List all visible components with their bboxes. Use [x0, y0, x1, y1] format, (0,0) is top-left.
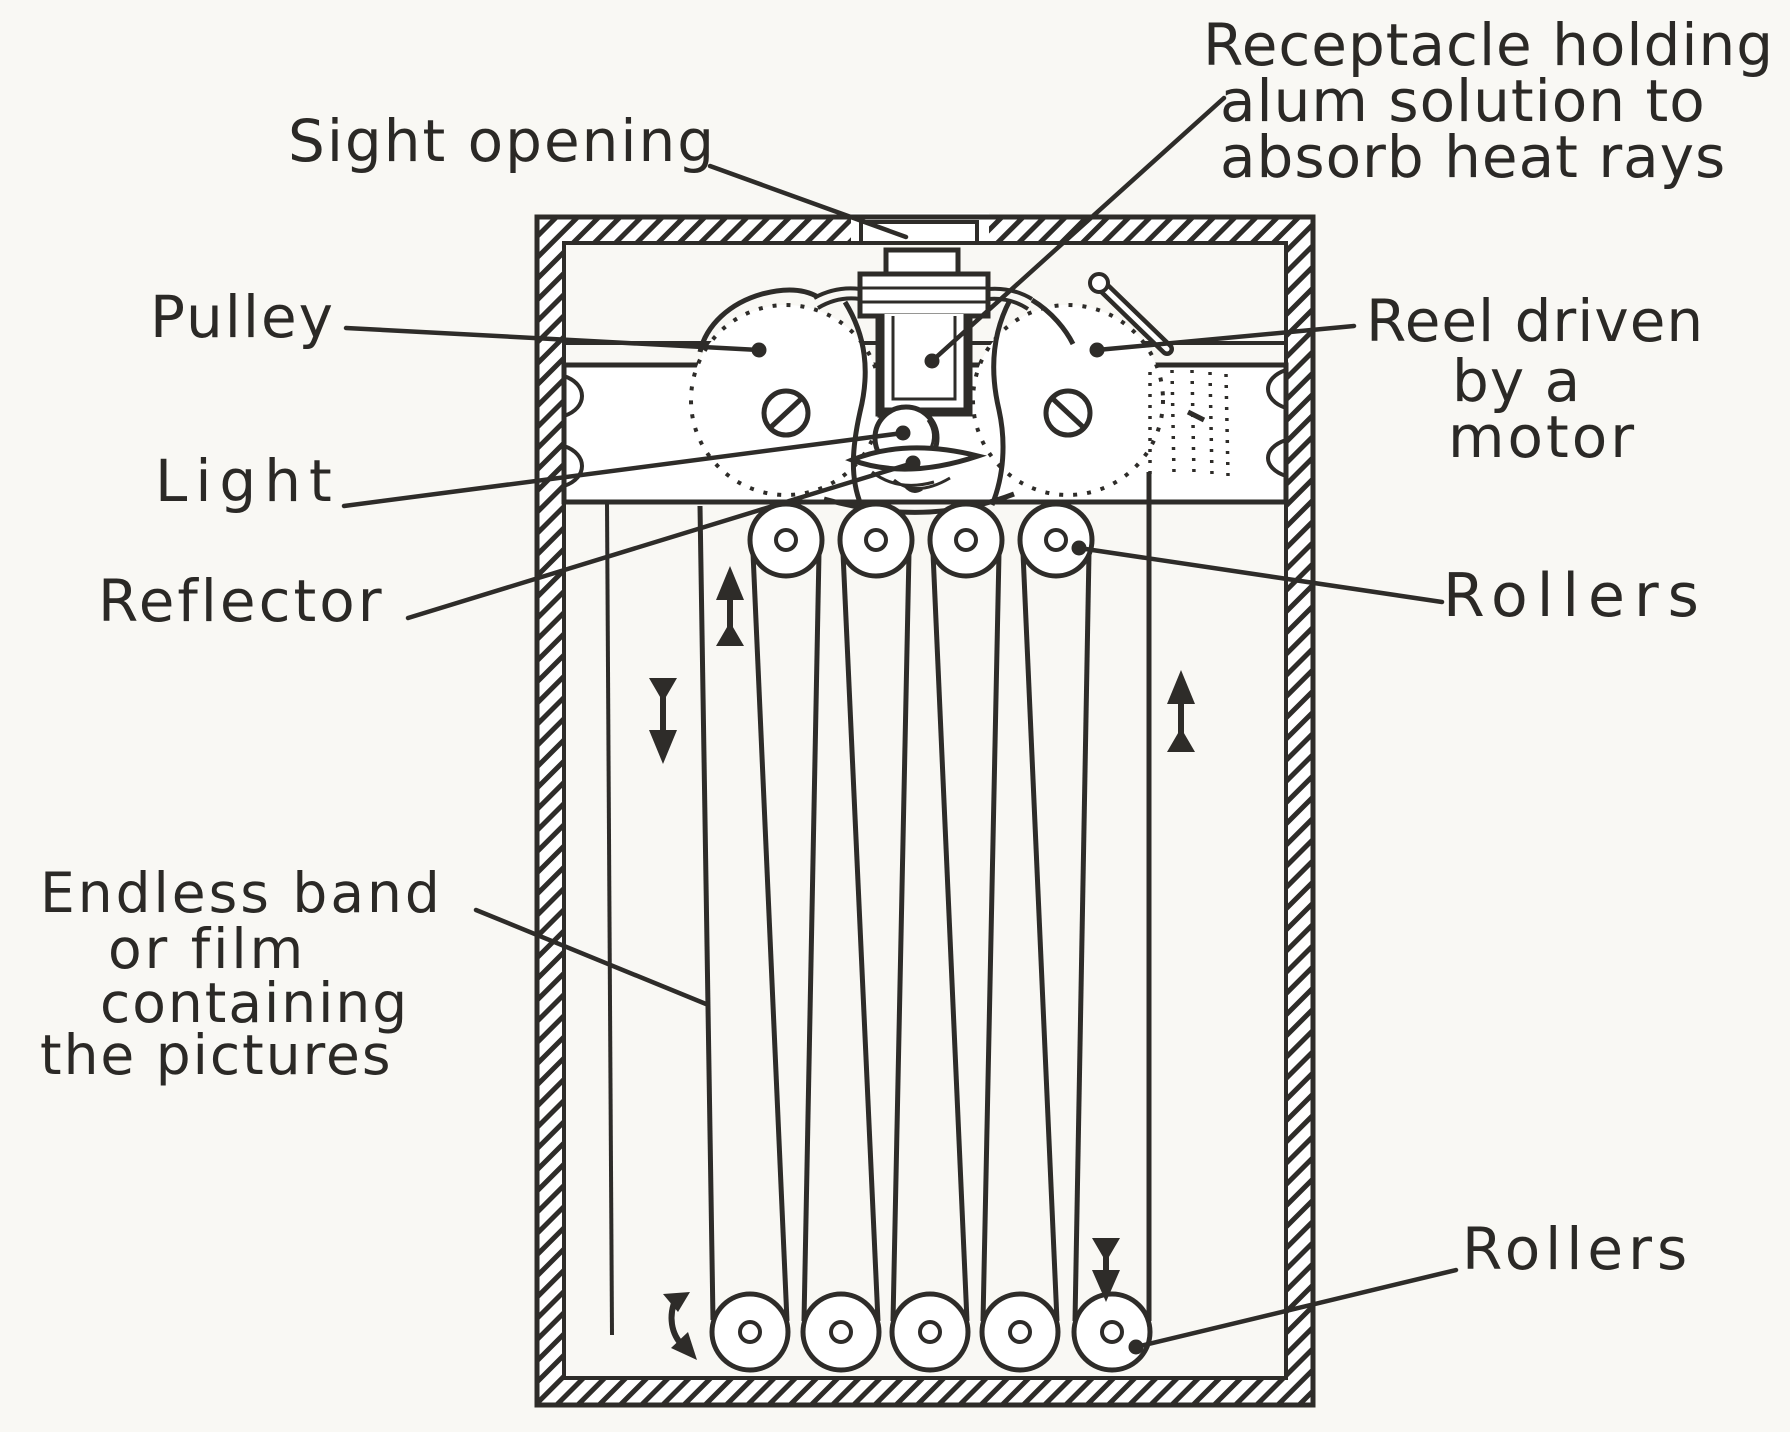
leader-rollers-bottom	[1133, 1267, 1459, 1350]
reel-axle-screw	[1043, 388, 1093, 438]
leader-dots	[751, 342, 1144, 1355]
down-arrow-icon	[649, 678, 677, 764]
up-arrow-icon	[1167, 670, 1195, 752]
label-receptacle-line2: alum solution to	[1220, 67, 1706, 135]
bottom-roller	[709, 1291, 791, 1373]
film-down-pulley-right	[842, 300, 868, 506]
top-roller	[1017, 501, 1095, 579]
label-endless-line1: Endless band	[40, 861, 443, 925]
crank-handle	[1088, 272, 1174, 356]
leader-reflector	[405, 460, 916, 621]
leader-sight-opening	[707, 163, 909, 240]
wound-film-dotted	[1148, 369, 1230, 477]
mount-board	[561, 341, 1289, 1336]
leader-light	[341, 430, 906, 509]
alum-receptacle	[857, 247, 991, 417]
leader-receptacle	[929, 95, 1227, 364]
direction-arrows	[649, 566, 1195, 1360]
label-rollers-top: Rollers	[1443, 561, 1708, 631]
label-endless-line2: or film	[108, 917, 307, 981]
label-reel-line3: motor	[1448, 403, 1638, 471]
film-over-pulley	[697, 287, 820, 353]
up-arrow-icon	[716, 566, 744, 646]
pulley-axle-screw	[761, 388, 811, 438]
board-hinge-right	[1266, 368, 1287, 478]
down-arrow-icon	[663, 1292, 697, 1360]
down-arrow-icon	[1092, 1238, 1120, 1302]
label-endless-line4: the pictures	[40, 1023, 393, 1087]
axle-screws	[761, 388, 1093, 438]
bottom-roller	[889, 1291, 971, 1373]
sight-opening	[848, 213, 992, 245]
film-down-reel-left	[989, 298, 1013, 506]
label-rollers-bottom: Rollers	[1462, 1215, 1693, 1283]
label-endless-line3: containing	[100, 971, 410, 1035]
label-reel-line2: by a	[1452, 347, 1582, 415]
bottom-roller	[1071, 1291, 1153, 1373]
bottom-roller	[800, 1291, 882, 1373]
top-roller	[747, 501, 825, 579]
top-roller	[837, 501, 915, 579]
label-receptacle-line3: absorb heat rays	[1220, 123, 1727, 191]
top-rollers	[747, 501, 1095, 579]
film-strands	[697, 472, 1152, 1322]
reflector-housing-arc	[823, 491, 1015, 515]
board-hinge-left	[563, 374, 584, 488]
leader-lines	[341, 95, 1459, 1350]
leader-rollers-top	[1076, 545, 1445, 605]
label-pulley: Pulley	[150, 283, 335, 351]
leader-pulley	[343, 325, 762, 353]
label-receptacle-line1: Receptacle holding	[1203, 11, 1775, 79]
bottom-roller	[979, 1291, 1061, 1373]
label-reflector: Reflector	[98, 567, 385, 635]
bottom-rollers	[709, 1291, 1153, 1373]
leader-endless-band	[473, 907, 709, 1007]
film-over-reel	[1030, 297, 1076, 346]
leader-reel	[1094, 323, 1357, 353]
label-sight-opening: Sight opening	[288, 107, 717, 175]
board-bracket	[605, 502, 614, 1336]
top-roller	[927, 501, 1005, 579]
label-reel-line1: Reel driven	[1366, 287, 1705, 355]
wound-film-tick	[1186, 409, 1206, 423]
label-light: Light	[155, 447, 340, 515]
